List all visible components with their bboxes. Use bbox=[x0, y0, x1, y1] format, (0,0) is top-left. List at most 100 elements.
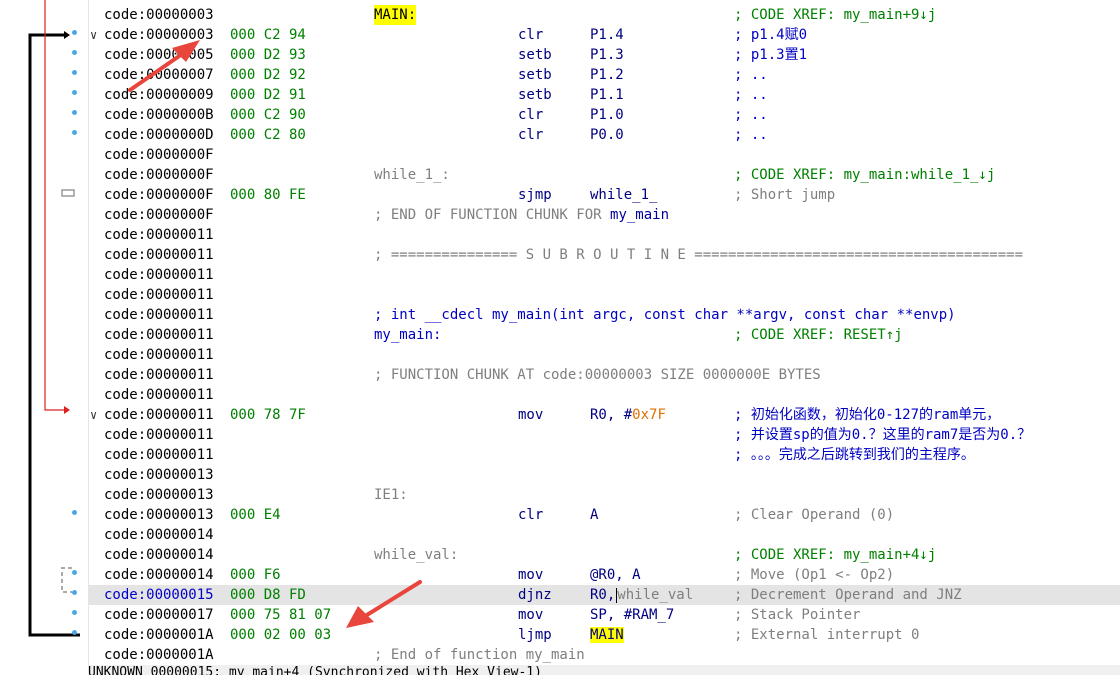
breakpoint-dot[interactable] bbox=[72, 110, 77, 115]
listing-row[interactable]: code:0000000F bbox=[88, 145, 1120, 165]
code-label: IE1: bbox=[374, 487, 408, 503]
address: code:0000000F bbox=[104, 207, 214, 223]
breakpoint-dot[interactable] bbox=[72, 90, 77, 95]
address: code:0000000F bbox=[104, 147, 214, 163]
operands: SP, #RAM_7 bbox=[590, 605, 674, 625]
listing-row[interactable]: code:00000011 bbox=[88, 225, 1120, 245]
comment: ; Stack Pointer bbox=[734, 607, 861, 623]
listing-row[interactable]: code:00000011 bbox=[88, 385, 1120, 405]
listing-row[interactable]: code:00000011 ; =============== S U B R O… bbox=[88, 245, 1120, 265]
breakpoint-dot[interactable] bbox=[72, 570, 77, 575]
comment: ; 。。。完成之后跳转到我们的主程序。 bbox=[734, 447, 975, 463]
mnemonic: djnz bbox=[518, 587, 552, 603]
operand-text: A bbox=[590, 507, 599, 523]
listing-row[interactable]: code:00000011 ; 并设置sp的值为0.？这里的ram7是否为0.？ bbox=[88, 425, 1120, 445]
listing-row[interactable]: code:00000011 bbox=[88, 345, 1120, 365]
address: code:00000003 bbox=[104, 7, 214, 23]
listing-row[interactable]: code:00000011; FUNCTION CHUNK AT code:00… bbox=[88, 365, 1120, 385]
breakpoint-dot[interactable] bbox=[72, 130, 77, 135]
address: code:00000011 bbox=[104, 427, 214, 443]
listing-row[interactable]: code:00000011 bbox=[88, 265, 1120, 285]
comment: ; CODE XREF: my_main:while_1_↓j bbox=[734, 167, 996, 183]
address: code:00000011 bbox=[104, 287, 214, 303]
address: code:00000013 bbox=[104, 487, 214, 503]
collapse-chevron-icon[interactable]: ∨ bbox=[90, 408, 98, 422]
address: code:00000011 bbox=[104, 247, 214, 263]
address: code:00000011 bbox=[104, 267, 214, 283]
breakpoint-dot[interactable] bbox=[72, 610, 77, 615]
listing-row[interactable]: code:0000000F ; END OF FUNCTION CHUNK FOR… bbox=[88, 205, 1120, 225]
breakpoint-dot[interactable] bbox=[72, 30, 77, 35]
function-comment-text: ; =============== S U B R O U T I N E ==… bbox=[374, 247, 1024, 263]
comment: ; Short jump bbox=[734, 187, 836, 203]
text-cursor bbox=[616, 587, 618, 603]
listing-row[interactable]: code:00000011; 。。。完成之后跳转到我们的主程序。 bbox=[88, 445, 1120, 465]
function-comment-text: ; FUNCTION CHUNK AT code:00000003 SIZE 0… bbox=[374, 367, 821, 383]
operands: MAIN bbox=[590, 625, 624, 645]
opcode-bytes: 000 02 00 03 bbox=[230, 627, 332, 643]
mnemonic: clr bbox=[518, 127, 544, 143]
mnemonic: ljmp bbox=[518, 627, 552, 643]
mnemonic: mov bbox=[518, 567, 544, 583]
operands: P1.1 bbox=[590, 85, 624, 105]
breakpoint-dot[interactable] bbox=[72, 70, 77, 75]
listing-row[interactable]: code:00000013 IE1: bbox=[88, 485, 1120, 505]
address: code:00000011 bbox=[104, 387, 214, 403]
function-comment: ; END OF FUNCTION CHUNK FOR my_main bbox=[374, 205, 669, 225]
operands: A bbox=[590, 505, 598, 525]
opcode-bytes: 000 C2 90 bbox=[230, 107, 306, 123]
comment: ; Move (Op1 <- Op2) bbox=[734, 567, 895, 583]
address: code:00000009 bbox=[104, 87, 214, 103]
operand-label-link[interactable]: MAIN bbox=[590, 627, 624, 643]
comment: ; 并设置sp的值为0.？这里的ram7是否为0.？ bbox=[734, 427, 1032, 443]
status-bar: UNKNOWN 00000015: my_main+4 (Synchronize… bbox=[88, 665, 1120, 675]
address: code:00000013 bbox=[104, 507, 214, 523]
breakpoint-dot[interactable] bbox=[72, 50, 77, 55]
mnemonic: clr bbox=[518, 107, 544, 123]
listing-row[interactable]: code:0000001A; End of function my_main bbox=[88, 645, 1120, 665]
listing-row[interactable]: code:00000014 bbox=[88, 525, 1120, 545]
address: code:00000011 bbox=[104, 227, 214, 243]
listing-row[interactable]: code:00000011; int __cdecl my_main(int a… bbox=[88, 305, 1120, 325]
mnemonic: mov bbox=[518, 407, 544, 423]
mnemonic: sjmp bbox=[518, 187, 552, 203]
listing-row[interactable]: code:00000013 bbox=[88, 465, 1120, 485]
opcode-bytes: 000 D2 93 bbox=[230, 47, 306, 63]
breakpoint-dot[interactable] bbox=[72, 630, 77, 635]
breakpoint-dot[interactable] bbox=[72, 590, 77, 595]
address: code:00000014 bbox=[104, 547, 214, 563]
opcode-bytes: 000 78 7F bbox=[230, 407, 306, 423]
comment: ; External interrupt 0 bbox=[734, 627, 920, 643]
address: code:0000000B bbox=[104, 107, 214, 123]
jump-arrow-dashed bbox=[61, 567, 72, 593]
comment: ; .. bbox=[734, 107, 768, 123]
opcode-bytes: 000 D2 91 bbox=[230, 87, 306, 103]
operand-label-link[interactable]: while_val bbox=[617, 587, 694, 603]
address: code:0000000F bbox=[104, 187, 214, 203]
collapse-chevron-icon[interactable]: ∨ bbox=[90, 28, 98, 42]
function-name-link[interactable]: my_main bbox=[610, 207, 670, 223]
breakpoint-dot[interactable] bbox=[72, 510, 77, 515]
address: code:00000015 bbox=[104, 587, 214, 603]
operands: P1.3 bbox=[590, 45, 624, 65]
address: code:00000003 bbox=[104, 27, 214, 43]
listing-row[interactable]: code:00000011 bbox=[88, 285, 1120, 305]
